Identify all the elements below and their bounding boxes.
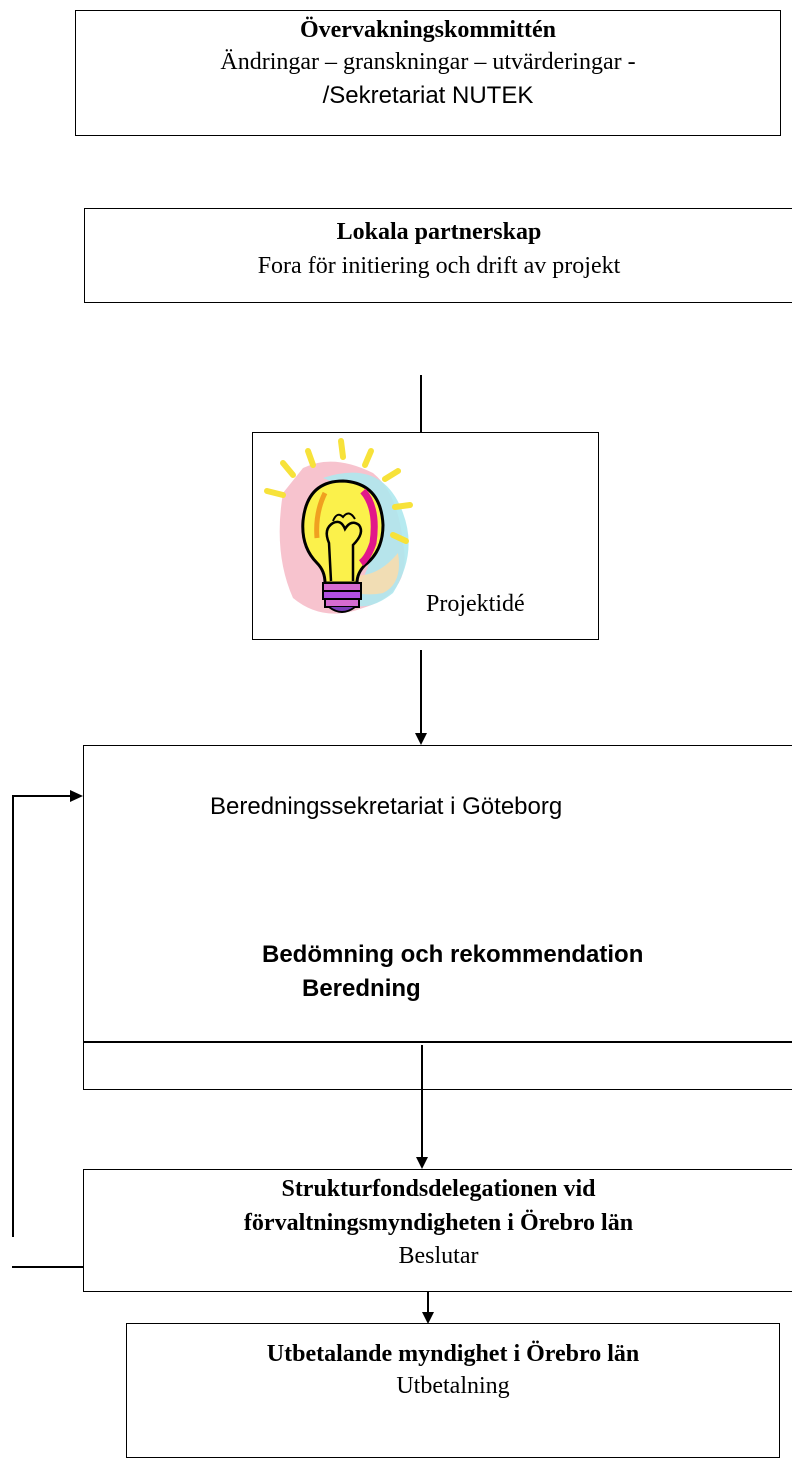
partnership-subtitle: Fora för initiering och drift av projekt: [257, 253, 621, 279]
monitoring-line3: /Sekretariat NUTEK: [322, 82, 534, 109]
arrow-to-secretariat-line: [420, 650, 422, 735]
feedback-loop-top: [12, 795, 72, 797]
payment-subtitle: Utbetalning: [396, 1373, 510, 1399]
monitoring-committee-box: Övervakningskommittén Ändringar – gransk…: [75, 10, 781, 136]
project-idea-box: Projektidé: [252, 432, 599, 640]
payment-authority-box: Utbetalande myndighet i Örebro län Utbet…: [126, 1323, 780, 1458]
feedback-loop-bottom: [12, 1266, 84, 1268]
lightbulb-icon: [264, 438, 413, 614]
delegation-title-line2: förvaltningsmyndigheten i Örebro län: [243, 1210, 634, 1236]
arrow-to-secretariat-head: [415, 733, 427, 745]
monitoring-title: Övervakningskommittén: [299, 17, 556, 43]
arrow-to-idea-line: [420, 375, 422, 435]
partnership-title: Lokala partnerskap: [336, 219, 542, 245]
idea-label: Projektidé: [426, 591, 525, 617]
feedback-loop-vertical: [12, 795, 14, 1237]
secretariat-title: Beredningssekretariat i Göteborg: [210, 793, 563, 820]
arrow-to-payment-head: [422, 1312, 434, 1324]
local-partnership-box: Lokala partnerskap Fora för initiering o…: [84, 208, 792, 303]
payment-title: Utbetalande myndighet i Örebro län: [266, 1341, 640, 1367]
arrow-to-delegation-line: [421, 1045, 423, 1160]
secretariat-preparation: Beredning: [302, 975, 421, 1002]
secretariat-divider: [83, 1041, 792, 1043]
delegation-box: Strukturfondsdelegationen vid förvaltnin…: [83, 1169, 792, 1292]
preparation-secretariat-box: Beredningssekretariat i Göteborg Bedömni…: [83, 745, 792, 1090]
delegation-title-line1: Strukturfondsdelegationen vid: [281, 1176, 596, 1202]
monitoring-line2: Ändringar – granskningar – utvärderingar…: [220, 49, 636, 75]
arrow-to-payment-line: [427, 1292, 429, 1314]
delegation-subtitle: Beslutar: [398, 1243, 479, 1269]
arrow-to-delegation-head: [416, 1157, 428, 1169]
secretariat-assessment: Bedömning och rekommendation: [262, 941, 644, 968]
feedback-loop-arrow-head: [70, 790, 83, 802]
